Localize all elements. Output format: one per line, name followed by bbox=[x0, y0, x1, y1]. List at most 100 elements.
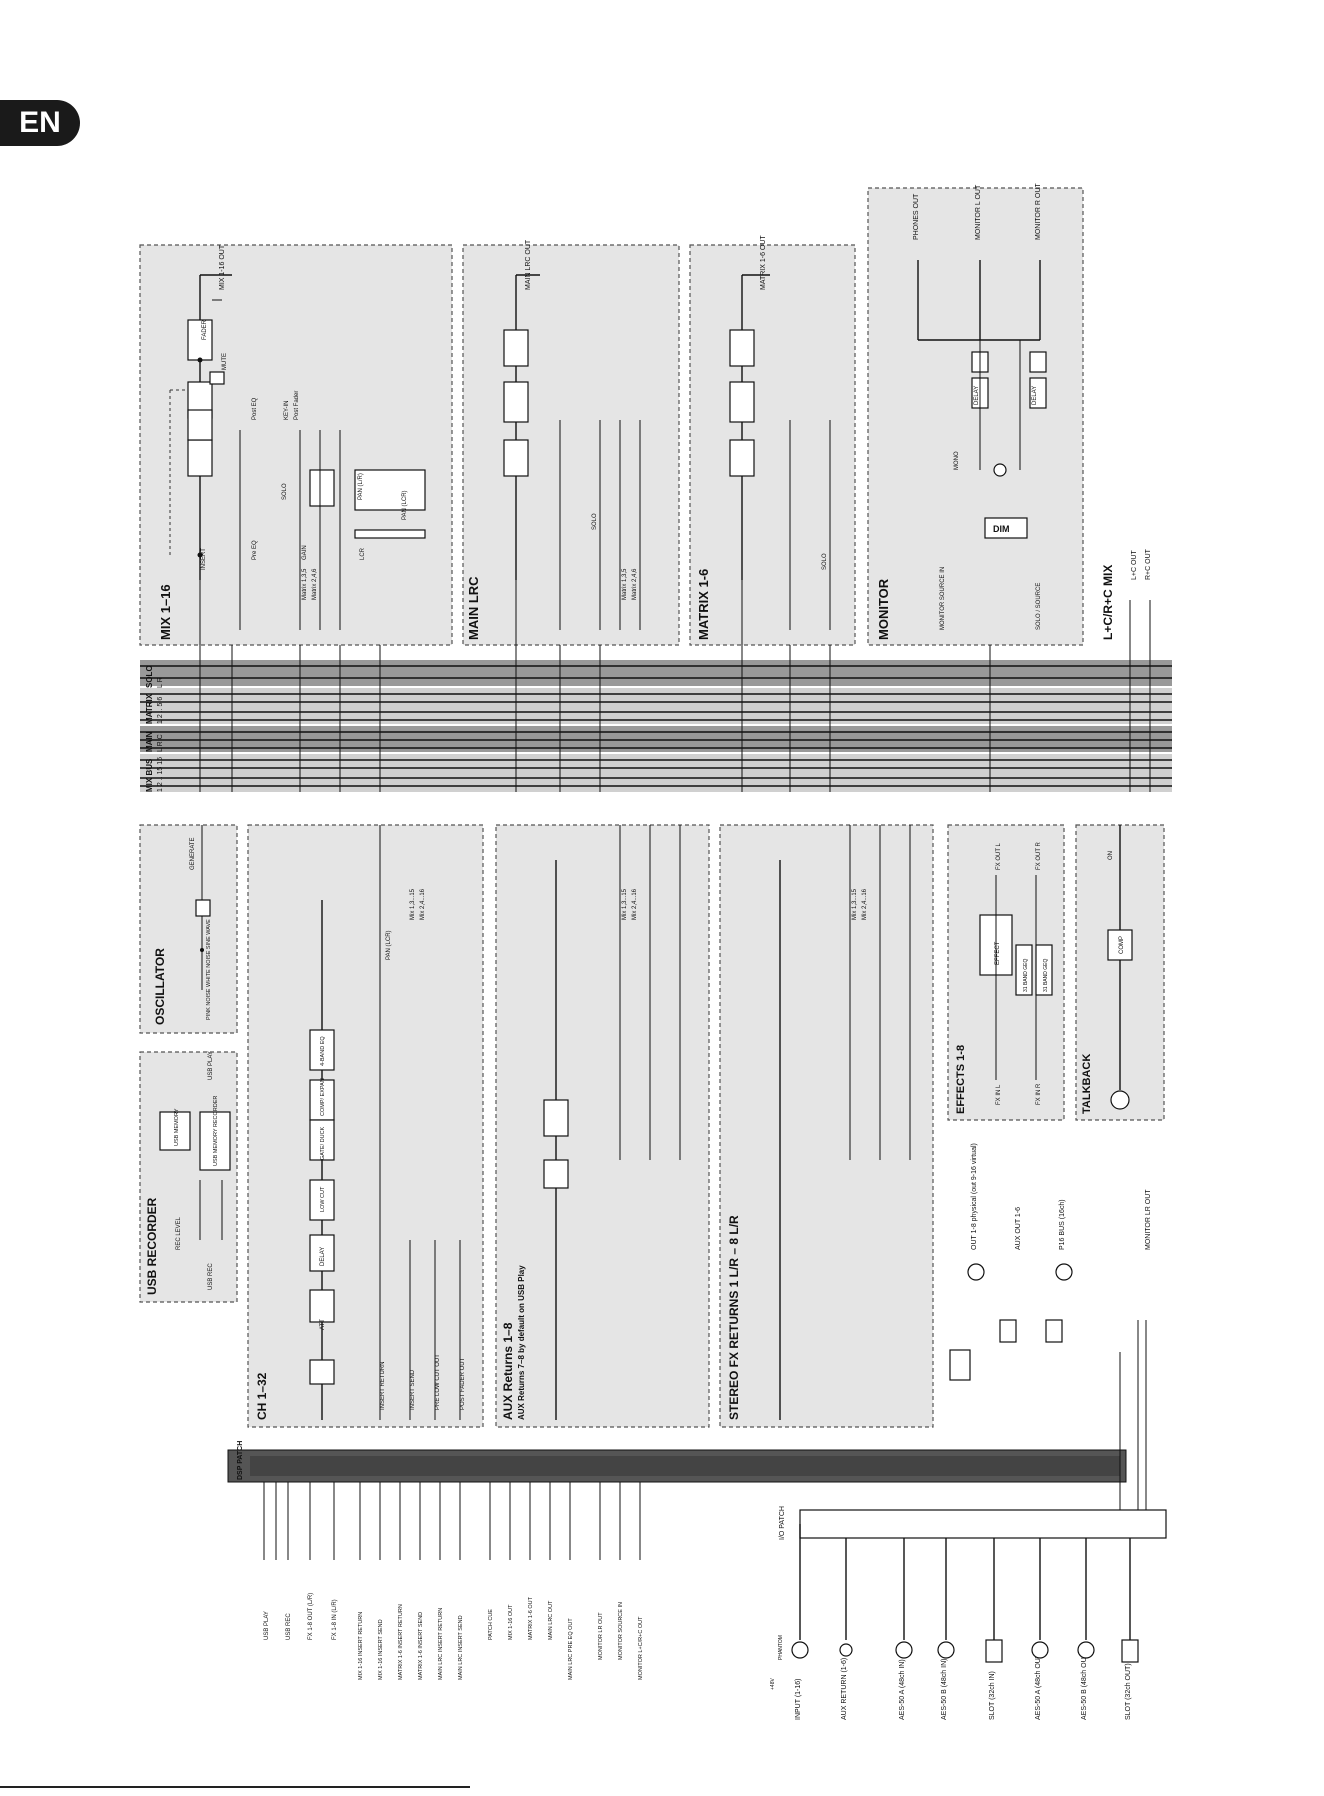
io-output-labels: OUT 1-8 physical (out 9-16 virtual) AUX … bbox=[949, 1143, 1152, 1381]
svg-text:MONO: MONO bbox=[954, 451, 960, 470]
main-signal-chain: SOLO Matrix 1,3,5 Matrix 2,4,6 bbox=[503, 274, 641, 630]
svg-text:Post Fader: Post Fader bbox=[294, 391, 300, 420]
svg-text:COMP: COMP bbox=[1119, 936, 1125, 954]
usb-internals: USB MEMORY USB MEMORY RECORDER USB PLAY … bbox=[159, 1051, 231, 1290]
svg-text:Matrix 1,3,5: Matrix 1,3,5 bbox=[302, 568, 308, 600]
svg-text:Post EQ: Post EQ bbox=[252, 397, 258, 420]
svg-text:MONITOR SOURCE IN: MONITOR SOURCE IN bbox=[940, 567, 946, 630]
lcr-mix-title: L+C/R+C MIX bbox=[1101, 565, 1115, 640]
bus-bars bbox=[140, 660, 1172, 792]
mix-signal-chain bbox=[169, 274, 426, 630]
svg-text:USB REC: USB REC bbox=[286, 1613, 292, 1640]
svg-text:USB PLAY: USB PLAY bbox=[264, 1611, 270, 1640]
svg-text:SOLO: SOLO bbox=[145, 665, 154, 688]
footer-rule bbox=[0, 1786, 470, 1788]
aux-chain: Mix 1,3...15 Mix 2,4...16 bbox=[543, 825, 681, 1420]
svg-text:USB MEMORY: USB MEMORY bbox=[174, 1108, 180, 1146]
svg-text:PHANTOM: PHANTOM bbox=[778, 1635, 784, 1660]
effects-internals: EFFECT 31 BAND GEQ 31 BAND GEQ FX IN L F… bbox=[979, 841, 1053, 1105]
svg-text:USB PLAY: USB PLAY bbox=[208, 1051, 214, 1080]
svg-text:GATE/ DUCK: GATE/ DUCK bbox=[320, 1126, 326, 1160]
channel-title: CH 1–32 bbox=[255, 1372, 269, 1420]
svg-text:INSERT: INSERT bbox=[201, 548, 207, 570]
svg-text:MONITOR SOURCE IN: MONITOR SOURCE IN bbox=[618, 1602, 624, 1660]
main-out-label: MAIN LRC OUT bbox=[525, 239, 532, 290]
oscillator-internals: PINK NOISE WHITE NOISE SINE WAVE GENERAT… bbox=[190, 825, 212, 1020]
svg-text:SOLO: SOLO bbox=[282, 483, 288, 500]
svg-text:USB MEMORY RECORDER: USB MEMORY RECORDER bbox=[213, 1096, 219, 1166]
svg-text:Mix 2,4...16: Mix 2,4...16 bbox=[632, 888, 638, 920]
monitor-title: MONITOR bbox=[876, 578, 891, 640]
talkback-internals: COMP ON bbox=[1107, 825, 1133, 1110]
svg-text:MATRIX 1-6 OUT: MATRIX 1-6 OUT bbox=[528, 1596, 534, 1640]
mix-module bbox=[139, 244, 453, 646]
channel-chain: ATT DELAY LOW CUT GATE/ DUCK COMP/ EXPAN… bbox=[309, 825, 466, 1420]
language-badge: EN bbox=[0, 100, 80, 146]
main-lrc-module bbox=[462, 244, 680, 646]
svg-text:POST FADER OUT: POST FADER OUT bbox=[460, 1357, 466, 1410]
svg-text:SLOT (32ch IN): SLOT (32ch IN) bbox=[989, 1671, 996, 1720]
rc-out-label: R+C OUT bbox=[1145, 548, 1152, 580]
svg-text:FX 1-8 IN (L/R): FX 1-8 IN (L/R) bbox=[332, 1599, 338, 1640]
aux-subtitle: AUX Returns 7–8 by default on USB Play bbox=[517, 1265, 526, 1420]
svg-text:Pre EQ: Pre EQ bbox=[252, 540, 258, 560]
svg-text:SLOT (32ch OUT): SLOT (32ch OUT) bbox=[1125, 1663, 1132, 1720]
svg-text:MIX 1-16 INSERT SEND: MIX 1-16 INSERT SEND bbox=[378, 1619, 384, 1680]
svg-text:AES-50 A (48ch IN): AES-50 A (48ch IN) bbox=[899, 1659, 906, 1720]
svg-text:PAN (L/R): PAN (L/R) bbox=[358, 473, 364, 500]
svg-text:FX OUT R: FX OUT R bbox=[1036, 841, 1042, 870]
svg-text:PINK NOISE WHITE NOISE SINE WA: PINK NOISE WHITE NOISE SINE WAVE bbox=[206, 919, 212, 1020]
phones-out-label: PHONES OUT bbox=[913, 193, 920, 240]
svg-text:REC LEVEL: REC LEVEL bbox=[176, 1216, 182, 1250]
svg-text:SOLO: SOLO bbox=[822, 553, 828, 570]
svg-text:MATRIX 1-6 INSERT SEND: MATRIX 1-6 INSERT SEND bbox=[418, 1612, 424, 1680]
dsp-patch-label: DSP PATCH bbox=[237, 1441, 244, 1480]
usb-recorder-module bbox=[139, 1051, 238, 1303]
mix-title: MIX 1–16 bbox=[158, 584, 173, 640]
svg-text:4-BAND EQ: 4-BAND EQ bbox=[320, 1036, 326, 1066]
svg-text:OUT 1-8 physical (out 9-16 vir: OUT 1-8 physical (out 9-16 virtual) bbox=[971, 1143, 978, 1250]
main-title: MAIN LRC bbox=[466, 576, 481, 640]
svg-text:MIX 1-16 INSERT RETURN: MIX 1-16 INSERT RETURN bbox=[358, 1612, 364, 1680]
svg-text:Mix 2,4...16: Mix 2,4...16 bbox=[420, 888, 426, 920]
svg-text:AUX OUT 1-6: AUX OUT 1-6 bbox=[1015, 1207, 1022, 1250]
svg-text:Mix 2,4...16: Mix 2,4...16 bbox=[862, 888, 868, 920]
svg-text:AES-50 B (48ch OUT): AES-50 B (48ch OUT) bbox=[1081, 1651, 1088, 1720]
svg-text:AUX RETURN (1-6): AUX RETURN (1-6) bbox=[841, 1658, 848, 1720]
svg-text:Mix 1,3...15: Mix 1,3...15 bbox=[852, 888, 858, 920]
svg-text:FX 1-8 OUT (L/R): FX 1-8 OUT (L/R) bbox=[308, 1593, 314, 1640]
svg-text:PAN (LCR): PAN (LCR) bbox=[402, 490, 408, 520]
aux-title: AUX Returns 1–8 bbox=[501, 1322, 515, 1420]
svg-text:FX IN R: FX IN R bbox=[1036, 1083, 1042, 1105]
svg-text:INSERT RETURN: INSERT RETURN bbox=[380, 1362, 386, 1410]
io-patch-label: I/O PATCH bbox=[779, 1506, 786, 1540]
svg-text:DELAY: DELAY bbox=[320, 1247, 326, 1266]
svg-text:L R C: L R C bbox=[157, 734, 164, 752]
svg-text:MAIN LRC INSERT RETURN: MAIN LRC INSERT RETURN bbox=[438, 1608, 444, 1680]
svg-text:Mix 1,3...15: Mix 1,3...15 bbox=[622, 888, 628, 920]
monitor-l-out-label: MONITOR L OUT bbox=[975, 184, 982, 240]
matrix-signal-chain: SOLO bbox=[729, 274, 831, 630]
svg-text:MONITOR LR OUT: MONITOR LR OUT bbox=[598, 1612, 604, 1660]
fx-returns-module bbox=[719, 824, 934, 1428]
channel-module bbox=[247, 824, 484, 1428]
svg-text:INPUT (1-16): INPUT (1-16) bbox=[795, 1679, 802, 1721]
svg-text:PAN (LCR): PAN (LCR) bbox=[386, 930, 392, 960]
svg-text:ATT: ATT bbox=[320, 1319, 326, 1330]
fx-return-chain: Mix 1,3...15 Mix 2,4...16 bbox=[779, 825, 911, 1420]
svg-text:MATRIX: MATRIX bbox=[145, 693, 154, 724]
matrix-module bbox=[689, 244, 856, 646]
svg-text:MIX BUS: MIX BUS bbox=[145, 758, 154, 792]
svg-text:31 BAND GEQ: 31 BAND GEQ bbox=[1043, 959, 1049, 992]
svg-text:LCR: LCR bbox=[360, 547, 366, 560]
svg-text:MIX 1-16 OUT: MIX 1-16 OUT bbox=[508, 1604, 514, 1640]
svg-text:SOLO: SOLO bbox=[592, 513, 598, 530]
svg-text:P16 BUS (16ch): P16 BUS (16ch) bbox=[1059, 1199, 1066, 1250]
svg-text:USB REC: USB REC bbox=[208, 1263, 214, 1290]
svg-text:MAIN LRC OUT: MAIN LRC OUT bbox=[548, 1600, 554, 1640]
aux-returns-module bbox=[495, 824, 710, 1428]
svg-text:1 2 .. 5 6: 1 2 .. 5 6 bbox=[157, 697, 164, 724]
oscillator-module bbox=[139, 824, 238, 1034]
svg-text:GAIN: GAIN bbox=[302, 545, 308, 560]
